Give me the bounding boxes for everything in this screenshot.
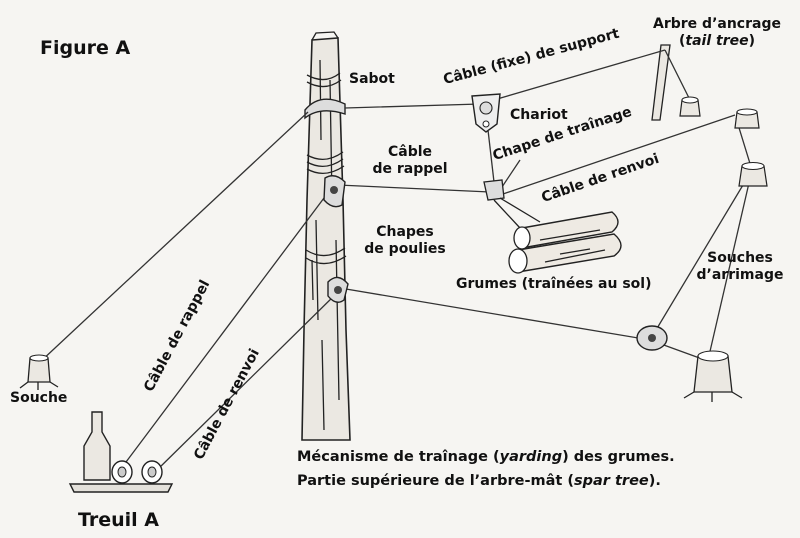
caption-line2-em: spar tree	[574, 473, 649, 489]
label-cable-rappel-top-2: de rappel	[372, 161, 448, 177]
carriage-drop-line	[487, 129, 495, 183]
sabot-shoe	[304, 98, 346, 120]
figure-caption: Mécanisme de traînage (yarding) des grum…	[297, 445, 675, 493]
figure-title: Figure A	[40, 37, 131, 59]
rappel-diag	[119, 189, 331, 471]
caption-line-2: Partie supérieure de l’arbre-mât (spar t…	[297, 469, 675, 493]
tail-tree	[651, 44, 671, 121]
label-chapes-poulies: Chapes de poulies	[350, 224, 460, 258]
label-chariot: Chariot	[510, 107, 568, 123]
butt-rigging	[483, 179, 541, 229]
haulback-upper	[499, 114, 736, 196]
guy-to-souche	[39, 111, 309, 363]
caption-line-1: Mécanisme de traînage (yarding) des grum…	[297, 445, 675, 469]
chariot-carriage	[471, 93, 501, 133]
caption-line1-b: ) des grumes.	[562, 449, 675, 465]
pulley-block-field	[636, 325, 668, 351]
label-souches-arrimage: Souches d’arrimage	[688, 250, 792, 284]
tail-tree-stump	[679, 96, 701, 117]
haulback-vertical	[707, 169, 753, 361]
label-tail-tree-fr: Arbre d’ancrage	[653, 16, 781, 32]
tail-tree-guy	[664, 49, 691, 101]
paren-close: )	[748, 33, 755, 49]
logs	[508, 211, 622, 274]
label-chapes-1: Chapes	[376, 224, 434, 240]
label-souches-1: Souches	[707, 250, 773, 266]
haulback-lower	[339, 117, 753, 341]
label-tail-tree-en-line: (tail tree)	[652, 33, 782, 50]
caption-line2-a: Partie supérieure de l’arbre-mât (	[297, 473, 574, 489]
caption-line2-b: ).	[648, 473, 661, 489]
pulley-block-upper	[323, 175, 346, 208]
caption-line1-em: yarding	[499, 449, 563, 465]
paren-open: (	[678, 33, 686, 49]
pulley-block-lower	[327, 276, 349, 303]
renvoi-diag	[154, 289, 341, 473]
caption-line1-a: Mécanisme de traînage (	[297, 449, 500, 465]
treuil-winch	[68, 411, 174, 493]
label-sabot: Sabot	[349, 71, 395, 87]
label-cable-rappel-top-1: Câble	[387, 144, 433, 160]
carriage-haulback-line	[499, 159, 521, 191]
anchor-stump-bottom	[683, 350, 743, 402]
label-cable-rappel-top: Câble de rappel	[365, 144, 455, 178]
souche-stump-left	[19, 354, 59, 390]
label-tail-tree: Arbre d’ancrage (tail tree)	[652, 16, 782, 50]
spar-tree	[301, 31, 351, 441]
label-chapes-2: de poulies	[364, 241, 446, 257]
label-tail-tree-en: tail tree	[685, 33, 749, 49]
main-line	[337, 184, 491, 193]
label-treuil: Treuil A	[78, 509, 160, 531]
anchor-stump-top	[734, 108, 760, 129]
anchor-stump-mid	[738, 162, 768, 187]
label-souche: Souche	[10, 390, 68, 406]
label-souches-2: d’arrimage	[696, 267, 784, 283]
label-grumes: Grumes (traînées au sol)	[456, 276, 652, 292]
